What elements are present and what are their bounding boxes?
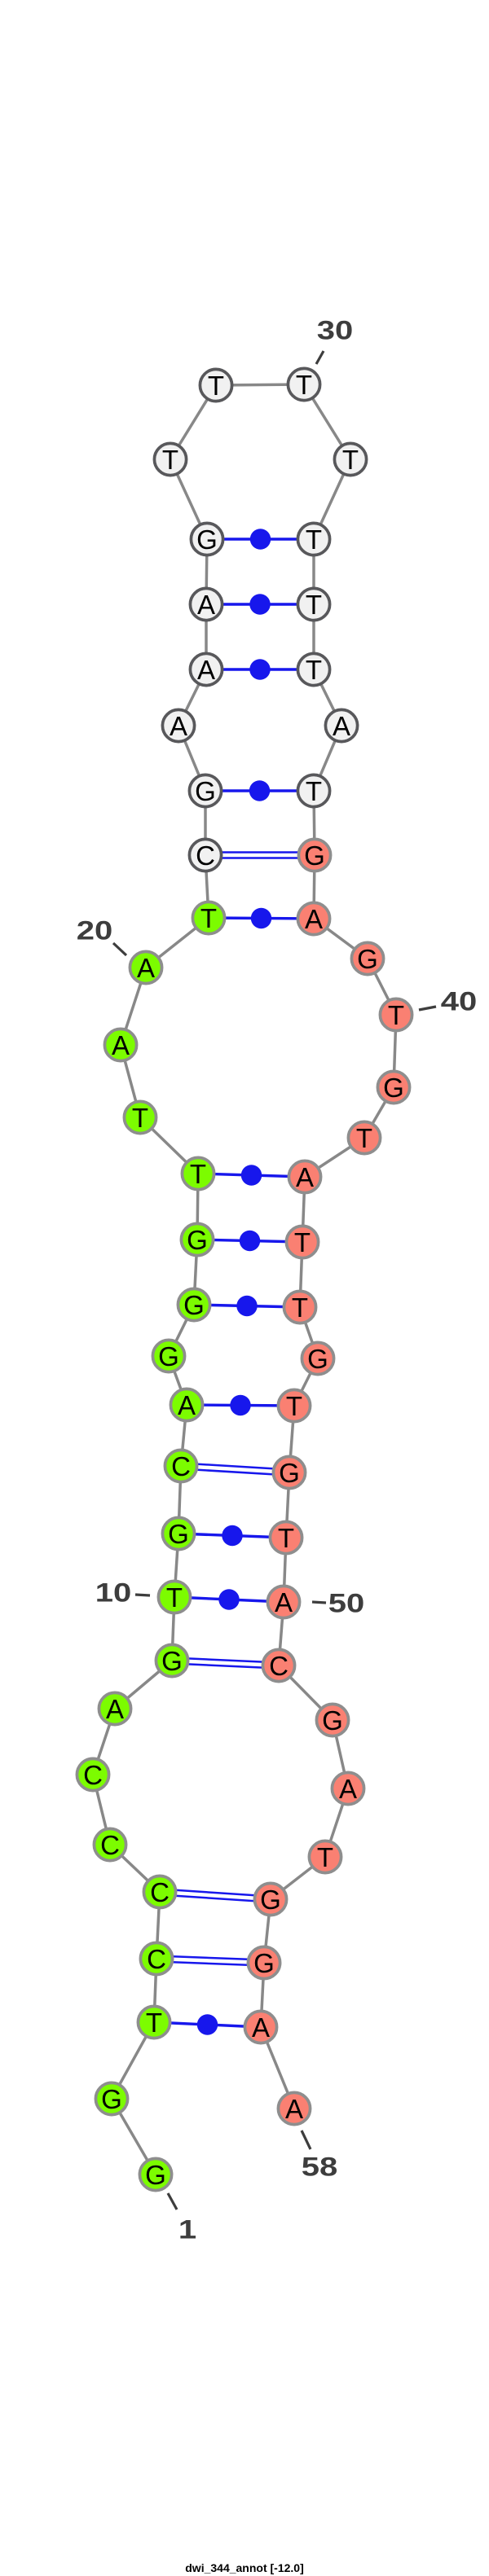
svg-text:A: A bbox=[197, 590, 215, 620]
svg-text:G: G bbox=[260, 1885, 281, 1915]
svg-text:G: G bbox=[158, 1341, 179, 1371]
svg-text:C: C bbox=[269, 1651, 289, 1681]
svg-text:G: G bbox=[357, 944, 378, 974]
svg-text:G: G bbox=[196, 524, 218, 555]
svg-text:G: G bbox=[322, 1705, 343, 1736]
svg-text:G: G bbox=[183, 1290, 205, 1320]
svg-text:G: G bbox=[304, 840, 325, 871]
svg-text:C: C bbox=[100, 1830, 120, 1860]
svg-text:10: 10 bbox=[95, 1578, 132, 1607]
svg-text:1: 1 bbox=[178, 2214, 196, 2244]
svg-text:G: G bbox=[307, 1344, 328, 1374]
svg-text:T: T bbox=[162, 445, 178, 475]
svg-text:G: G bbox=[101, 2084, 122, 2114]
svg-text:A: A bbox=[106, 1694, 124, 1724]
svg-text:20: 20 bbox=[77, 915, 113, 945]
svg-text:C: C bbox=[171, 1451, 191, 1481]
svg-text:T: T bbox=[200, 903, 217, 933]
svg-text:C: C bbox=[150, 1877, 170, 1907]
svg-text:50: 50 bbox=[328, 1588, 365, 1617]
svg-text:T: T bbox=[278, 1523, 294, 1553]
svg-text:T: T bbox=[296, 370, 312, 400]
svg-text:T: T bbox=[294, 1227, 311, 1257]
svg-text:T: T bbox=[146, 2008, 162, 2038]
svg-text:T: T bbox=[306, 590, 322, 620]
svg-text:C: C bbox=[83, 1760, 103, 1790]
svg-text:T: T bbox=[342, 445, 359, 475]
svg-text:T: T bbox=[166, 1582, 183, 1613]
svg-text:30: 30 bbox=[317, 315, 354, 344]
svg-text:58: 58 bbox=[302, 2152, 338, 2181]
svg-text:A: A bbox=[170, 711, 187, 741]
svg-text:A: A bbox=[112, 1030, 130, 1060]
svg-text:A: A bbox=[197, 655, 215, 685]
svg-text:G: G bbox=[253, 1948, 275, 1978]
svg-text:A: A bbox=[305, 904, 323, 934]
svg-text:A: A bbox=[178, 1390, 196, 1420]
svg-text:T: T bbox=[388, 1000, 404, 1030]
svg-text:dwi_344_annot [-12.0]: dwi_344_annot [-12.0] bbox=[185, 2561, 304, 2574]
svg-text:40: 40 bbox=[441, 986, 478, 1016]
svg-text:C: C bbox=[147, 1944, 166, 1974]
svg-text:G: G bbox=[195, 776, 216, 806]
svg-text:T: T bbox=[292, 1292, 308, 1323]
svg-text:G: G bbox=[187, 1225, 208, 1255]
svg-text:A: A bbox=[333, 711, 350, 741]
svg-text:A: A bbox=[275, 1587, 293, 1617]
svg-text:A: A bbox=[137, 953, 155, 983]
svg-text:A: A bbox=[285, 2094, 303, 2124]
svg-text:G: G bbox=[168, 1519, 189, 1549]
svg-text:T: T bbox=[286, 1391, 302, 1421]
svg-text:T: T bbox=[306, 655, 322, 685]
svg-text:A: A bbox=[339, 1774, 357, 1804]
svg-text:G: G bbox=[161, 1646, 183, 1676]
svg-text:G: G bbox=[279, 1458, 300, 1488]
svg-text:A: A bbox=[296, 1162, 314, 1192]
svg-text:T: T bbox=[190, 1159, 206, 1189]
svg-text:T: T bbox=[132, 1103, 148, 1133]
svg-text:T: T bbox=[306, 524, 322, 555]
svg-text:C: C bbox=[196, 840, 215, 871]
svg-text:T: T bbox=[208, 371, 224, 401]
svg-text:T: T bbox=[317, 1842, 333, 1872]
svg-text:T: T bbox=[306, 776, 322, 806]
svg-text:G: G bbox=[383, 1073, 404, 1103]
svg-text:G: G bbox=[145, 2160, 166, 2190]
svg-text:T: T bbox=[356, 1123, 372, 1153]
svg-text:A: A bbox=[252, 2012, 270, 2043]
